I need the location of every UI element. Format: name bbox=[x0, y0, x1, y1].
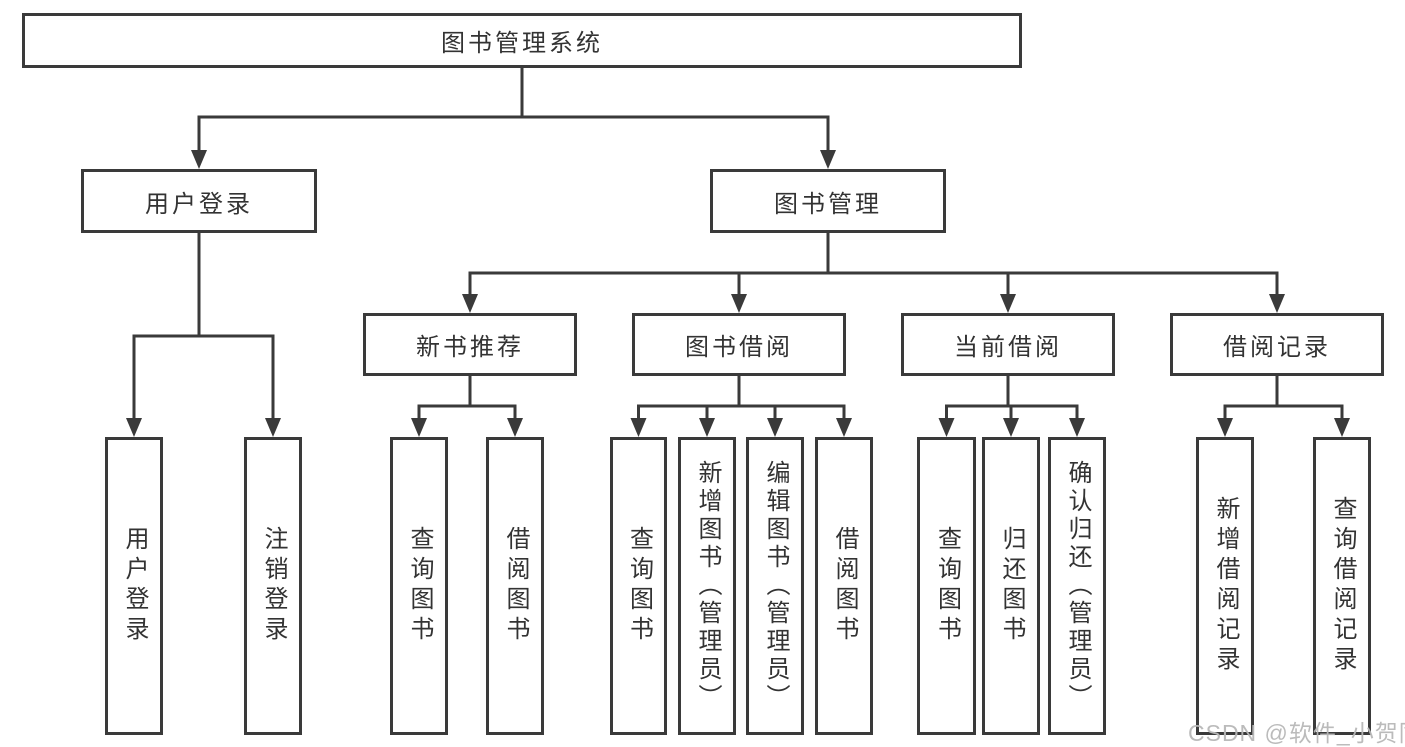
arrowhead-icon bbox=[938, 418, 955, 437]
node-label: 归还图书 bbox=[998, 526, 1025, 646]
arrowhead-icon bbox=[126, 418, 142, 437]
node-label: 新书推荐 bbox=[416, 334, 524, 361]
node-label: 用户登录 bbox=[121, 526, 148, 646]
node-label: 查询借阅记录 bbox=[1329, 496, 1356, 676]
node-book-borrow: 图书借阅 bbox=[632, 313, 846, 376]
node-label: 图书借阅 bbox=[685, 334, 793, 361]
node-bb-borrow: 借阅图书 bbox=[815, 437, 873, 735]
arrowhead-icon bbox=[191, 150, 207, 169]
node-label: 新增借阅记录 bbox=[1212, 496, 1239, 676]
arrowhead-icon bbox=[1069, 418, 1085, 437]
node-cb-confirm: 确认归还（管理员） bbox=[1048, 437, 1106, 735]
node-new-book-rec: 新书推荐 bbox=[363, 313, 577, 376]
node-bb-query: 查询图书 bbox=[610, 437, 667, 735]
node-label: 当前借阅 bbox=[954, 334, 1062, 361]
node-current-borrow: 当前借阅 bbox=[901, 313, 1115, 376]
node-nb-borrow: 借阅图书 bbox=[486, 437, 544, 735]
arrowhead-icon bbox=[1003, 418, 1019, 437]
node-bb-add: 新增图书（管理员） bbox=[678, 437, 736, 735]
node-label: 图书管理 bbox=[774, 190, 882, 218]
arrowhead-icon bbox=[699, 418, 715, 437]
arrowhead-icon bbox=[1000, 294, 1016, 313]
arrowhead-icon bbox=[1269, 294, 1285, 313]
node-label: 确认归还（管理员） bbox=[1064, 460, 1091, 712]
node-label: 借阅记录 bbox=[1223, 334, 1331, 361]
arrowhead-icon bbox=[462, 294, 478, 313]
node-cb-return: 归还图书 bbox=[982, 437, 1040, 735]
node-label: 图书管理系统 bbox=[441, 30, 603, 57]
arrowhead-icon bbox=[820, 150, 836, 169]
node-cb-query: 查询图书 bbox=[917, 437, 976, 735]
node-label: 用户登录 bbox=[145, 190, 253, 218]
arrowhead-icon bbox=[411, 418, 427, 437]
node-label: 查询图书 bbox=[933, 526, 961, 646]
node-logout: 注销登录 bbox=[244, 437, 302, 735]
node-nb-query: 查询图书 bbox=[390, 437, 448, 735]
arrowhead-icon bbox=[507, 418, 523, 437]
node-label: 新增图书（管理员） bbox=[694, 460, 721, 712]
node-br-add: 新增借阅记录 bbox=[1196, 437, 1254, 735]
node-borrow-records: 借阅记录 bbox=[1170, 313, 1384, 376]
arrowhead-icon bbox=[767, 418, 783, 437]
node-label: 查询图书 bbox=[625, 526, 653, 646]
arrowhead-icon bbox=[630, 418, 647, 437]
node-book-mgmt: 图书管理 bbox=[710, 169, 946, 233]
arrowhead-icon bbox=[731, 294, 747, 313]
node-root: 图书管理系统 bbox=[22, 13, 1022, 68]
node-label: 借阅图书 bbox=[831, 526, 858, 646]
node-user-login-grp: 用户登录 bbox=[81, 169, 317, 233]
node-label: 借阅图书 bbox=[502, 526, 529, 646]
watermark: CSDN @软件_小贺同学 bbox=[1188, 720, 1405, 746]
node-bb-edit: 编辑图书（管理员） bbox=[746, 437, 804, 735]
node-label: 注销登录 bbox=[260, 526, 287, 646]
node-br-query: 查询借阅记录 bbox=[1313, 437, 1371, 735]
node-label: 查询图书 bbox=[406, 526, 433, 646]
arrowhead-icon bbox=[1217, 418, 1233, 437]
node-label: 编辑图书（管理员） bbox=[762, 460, 789, 712]
arrowhead-icon bbox=[1334, 418, 1350, 437]
node-user-login: 用户登录 bbox=[105, 437, 163, 735]
arrowhead-icon bbox=[265, 418, 281, 437]
arrowhead-icon bbox=[836, 418, 852, 437]
